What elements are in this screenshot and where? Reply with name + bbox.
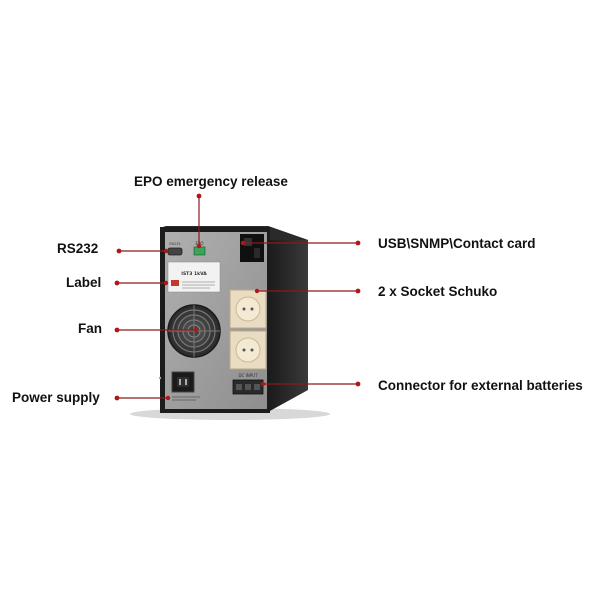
power-supply-callout-label: Power supply: [12, 390, 100, 405]
fan-callout-label: Fan: [78, 321, 103, 336]
battery-connector-icon: [232, 379, 264, 395]
dot-socket-start: [254, 288, 260, 294]
dc-input-text: DC INPUT: [238, 373, 258, 378]
dot-epo-end: [196, 193, 202, 199]
dot-connector-end: [355, 381, 361, 387]
rs232-port-icon: [167, 247, 183, 256]
label-callout-label: Label: [66, 275, 102, 290]
dot-power-start: [165, 395, 171, 401]
dot-label-start: [163, 280, 169, 286]
dot-usb-start: [240, 240, 246, 246]
rs232-port-text: RS232: [169, 242, 180, 246]
dot-rs232-start: [163, 248, 169, 254]
dot-label-end: [114, 280, 120, 286]
label-logo-icon: [171, 280, 179, 286]
dot-connector-start: [260, 381, 266, 387]
rs232-callout-label: RS232: [57, 241, 99, 256]
label-sticker: [167, 261, 221, 293]
contact-card-icon: [254, 248, 260, 258]
dot-rs232-end: [116, 248, 122, 254]
schuko-socket-icon: [229, 330, 267, 370]
dot-socket-end: [355, 288, 361, 294]
fan-icon: [167, 304, 221, 358]
dot-fan-start: [193, 327, 199, 333]
connector-callout-label: Connector for external batteries: [378, 378, 583, 393]
epo-connector-icon: [193, 246, 206, 256]
power-inlet-icon: [171, 371, 195, 393]
leader-dots: [114, 193, 361, 401]
epo-callout-label: EPO emergency release: [134, 174, 288, 189]
dot-fan-end: [114, 327, 120, 333]
dot-epo-start: [196, 243, 202, 249]
dot-usb-end: [355, 240, 361, 246]
leader-lines: [117, 196, 358, 399]
socket-callout-label: 2 x Socket Schuko: [378, 284, 498, 299]
label-model-text: IST3 1kVA: [181, 271, 207, 277]
dot-power-end: [114, 395, 120, 401]
ups-device: RS232 EPO IST3 1kVA: [130, 226, 330, 420]
usb-snmp-callout-label: USB\SNMP\Contact card: [378, 236, 536, 251]
schuko-socket-icon: [229, 289, 267, 329]
device-side: [268, 226, 308, 412]
usb-port-icon: [244, 238, 252, 246]
